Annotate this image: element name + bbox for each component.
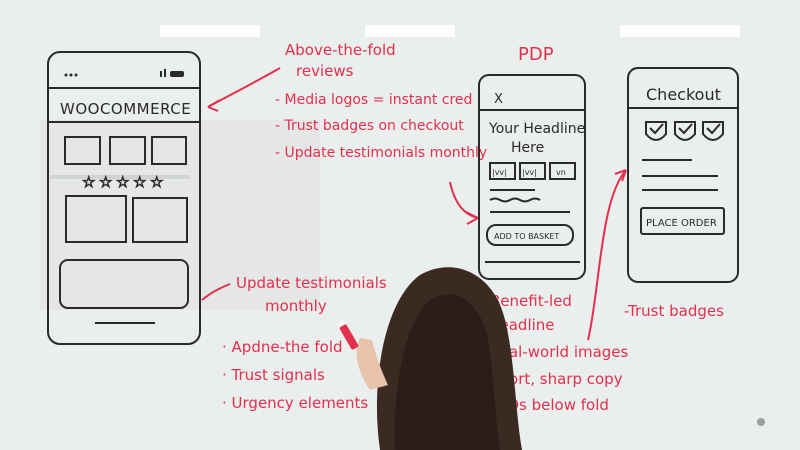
pdp-note: Benefit-led bbox=[490, 292, 572, 310]
signal-icon bbox=[160, 71, 162, 77]
notes-bottom-title: Update testimonials bbox=[236, 274, 387, 292]
notes-top: Above-the-fold reviews - Media logos = i… bbox=[275, 41, 487, 161]
phone-frame bbox=[478, 74, 586, 280]
place-order-label: PLACE ORDER bbox=[646, 218, 717, 229]
pdp-headline: Here bbox=[511, 140, 544, 156]
person-arm bbox=[356, 338, 388, 390]
product-thumb bbox=[64, 136, 101, 165]
notes-top-title: Above-the-fold bbox=[285, 41, 396, 59]
thumb-label: vn bbox=[556, 168, 566, 177]
close-icon: X bbox=[494, 92, 503, 107]
copy-squiggle bbox=[489, 197, 541, 203]
place-order-button bbox=[640, 207, 725, 235]
check-icon bbox=[706, 123, 721, 135]
arrow-to-checkout bbox=[587, 169, 627, 341]
thumb-label: |vv| bbox=[492, 168, 507, 177]
person-writing bbox=[336, 267, 522, 450]
arrow-to-pdp bbox=[449, 181, 479, 225]
connector-to-banner bbox=[201, 283, 231, 301]
pdp-note: FAQs below fold bbox=[490, 396, 609, 414]
marker-pen bbox=[339, 324, 359, 350]
battery-icon bbox=[170, 71, 184, 77]
notes-bottom-title: monthly bbox=[265, 297, 327, 315]
notes-bottom: Update testimonials monthly · Apdne-the … bbox=[222, 274, 387, 412]
signal-icon bbox=[164, 69, 166, 77]
pdp-headline: Your Headline bbox=[488, 121, 585, 137]
notes-top-item: - Media logos = instant cred bbox=[275, 92, 472, 108]
trust-badge-icon bbox=[702, 121, 724, 141]
product-card bbox=[132, 197, 188, 243]
notes-top-item: - Trust badges on checkout bbox=[275, 118, 464, 134]
rating-stars: ☆ ☆ ☆ ☆ ☆ bbox=[82, 173, 164, 192]
status-dot bbox=[69, 73, 73, 77]
ceiling-light-reflection bbox=[365, 25, 455, 37]
thumb-label: |vv| bbox=[522, 168, 537, 177]
star-icon: ☆ bbox=[82, 173, 95, 191]
add-to-basket-label: ADD TO BASKET bbox=[494, 232, 559, 241]
star-icon: ☆ bbox=[116, 173, 129, 191]
status-dot bbox=[64, 73, 68, 77]
product-thumb bbox=[489, 162, 516, 180]
pdp-note: Short, sharp copy bbox=[490, 370, 623, 388]
product-thumb bbox=[109, 136, 146, 165]
window-reflection bbox=[50, 175, 190, 179]
trust-badge-icon bbox=[645, 121, 667, 141]
store-brand: WOOCOMMERCE bbox=[60, 100, 191, 118]
notes-bottom-item: · Apdne-the fold bbox=[222, 338, 343, 356]
pdp-label: PDP bbox=[518, 44, 554, 65]
checkout-title: Checkout bbox=[646, 85, 721, 104]
star-icon: ☆ bbox=[133, 173, 146, 191]
phone-wireframe-pdp bbox=[478, 74, 586, 280]
trust-badge-icon bbox=[674, 121, 696, 141]
checkout-note: -Trust badges bbox=[624, 302, 724, 320]
window-reflection bbox=[40, 120, 320, 310]
product-thumb bbox=[151, 136, 187, 165]
star-icon: ☆ bbox=[99, 173, 112, 191]
check-icon bbox=[678, 123, 693, 135]
phone-frame bbox=[47, 51, 201, 345]
add-to-basket-button bbox=[486, 224, 574, 246]
board-screw bbox=[757, 418, 765, 426]
product-thumb bbox=[549, 162, 576, 180]
marker-cap bbox=[336, 318, 346, 328]
product-card bbox=[65, 195, 127, 243]
status-dot bbox=[74, 73, 78, 77]
person-hair-shadow bbox=[394, 294, 500, 450]
notes-bottom-item: · Urgency elements bbox=[222, 394, 368, 412]
ceiling-light-reflection bbox=[160, 25, 260, 37]
pdp-note: Real-world images bbox=[490, 343, 629, 361]
star-icon: ☆ bbox=[150, 173, 163, 191]
phone-wireframe-store bbox=[47, 51, 201, 345]
pdp-notes: Benefit-led headline Real-world images S… bbox=[490, 292, 629, 414]
notes-top-item: - Update testimonials monthly bbox=[275, 145, 487, 161]
status-bar bbox=[64, 69, 184, 77]
arrow-to-header bbox=[207, 67, 281, 112]
product-thumb bbox=[519, 162, 546, 180]
notes-bottom-item: · Trust signals bbox=[222, 366, 325, 384]
phone-frame bbox=[627, 67, 739, 283]
ceiling-light-reflection bbox=[620, 25, 740, 37]
check-icon bbox=[649, 123, 664, 135]
bottom-banner bbox=[59, 259, 189, 309]
phone-wireframe-checkout bbox=[627, 67, 739, 283]
notes-top-title: reviews bbox=[296, 62, 354, 80]
